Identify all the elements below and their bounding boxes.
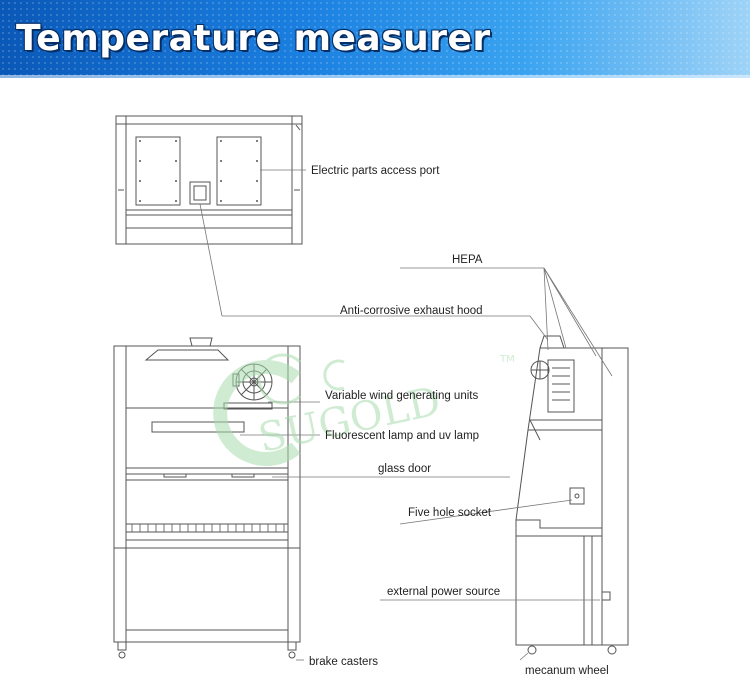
label-five-hole-socket: Five hole socket xyxy=(408,507,492,519)
work-tray-slots xyxy=(131,524,285,532)
label-exhaust-hood: Anti-corrosive exhaust hood xyxy=(340,305,483,317)
label-mecanum-wheel: mecanum wheel xyxy=(525,665,609,677)
banner-pattern xyxy=(0,0,750,78)
side-view-drawing xyxy=(515,335,629,655)
label-glass-door: glass door xyxy=(378,463,431,475)
svg-text:TM: TM xyxy=(499,354,515,365)
leader-lines xyxy=(199,169,613,661)
top-view-screws xyxy=(139,140,258,202)
front-view-drawing xyxy=(113,337,301,659)
label-brake-casters: brake casters xyxy=(309,656,378,668)
title-banner: Temperature measurer xyxy=(0,0,750,78)
page-title: Temperature measurer xyxy=(16,18,491,59)
label-hepa: HEPA xyxy=(452,254,483,266)
cabinet-diagram: SUGOLD TM Electric parts access port HEP… xyxy=(113,115,629,677)
banner-underline xyxy=(0,75,750,78)
label-wind-units: Variable wind generating units xyxy=(325,390,478,402)
label-external-power-source: external power source xyxy=(387,586,500,598)
label-lamps: Fluorescent lamp and uv lamp xyxy=(325,430,479,442)
label-electric-parts-access-port: Electric parts access port xyxy=(311,165,440,177)
top-view-drawing xyxy=(115,115,303,245)
